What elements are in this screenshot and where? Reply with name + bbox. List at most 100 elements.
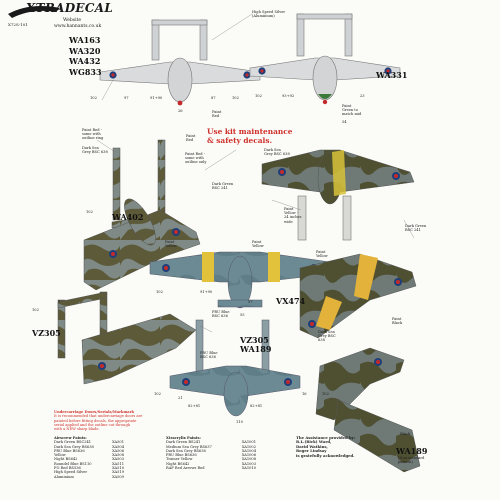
serial-wa331: WA331	[376, 70, 408, 80]
brand-name: XTRADECAL	[26, 1, 114, 15]
paint-code: XA504	[112, 444, 124, 449]
paint-name: Aluminium	[54, 474, 74, 479]
serial-wa402: WA402	[112, 212, 144, 222]
callout-leaders	[96, 13, 415, 333]
paint-code: XA519	[112, 470, 124, 475]
aircraft-underside-silver-right	[249, 13, 401, 105]
paint-name: Dark Green BSC241	[54, 440, 92, 445]
number-21: 21	[178, 396, 183, 400]
paint-code: XA1008	[241, 457, 256, 462]
number-23: 23	[360, 94, 365, 98]
serial-wa432: WA432	[69, 56, 101, 66]
paint-list-item: Trainer Yellow XA1008	[166, 457, 256, 461]
number-102-a: 102	[90, 96, 97, 100]
paint-name: Dark Sea Grey BS638	[54, 444, 94, 449]
safety-warning: Use kit maintenance& safety decals.	[207, 127, 293, 145]
paint-name: Trainer Yellow	[166, 457, 193, 462]
paint-name: Night BS642	[166, 461, 190, 466]
number-102-d: 102	[86, 210, 93, 214]
number-82-81: 82+81	[188, 404, 201, 408]
paint-name: Dark Sea Grey BS638	[166, 448, 206, 453]
paint-code: XA508	[112, 453, 124, 458]
number-82-81-b: 82+81	[250, 404, 263, 408]
paint-name: FO Red BS536	[54, 466, 81, 471]
number-16: 16	[302, 392, 307, 396]
serial-wa163: WA163	[69, 35, 101, 45]
number-87: 87	[211, 96, 216, 100]
aircraft-vz305-wa189-underside	[169, 319, 301, 417]
serial-vx474: VX474	[276, 296, 306, 306]
brand-logo-swoosh	[8, 6, 60, 18]
aircraft-wa189-bottom-right	[315, 347, 421, 473]
serial-wa189: WA189	[396, 446, 428, 456]
number-102-f: 102	[32, 308, 39, 312]
paint-code: XA503	[112, 457, 124, 462]
serial-vz305: VZ305	[32, 328, 61, 338]
serial-wa320: WA320	[69, 45, 101, 56]
paint-list-item: Yellow XA508	[54, 453, 124, 457]
aircraft-camo-topview-right	[261, 149, 415, 241]
number-55: 55	[240, 313, 245, 317]
paint-name: Medium Sea Grey BS637	[166, 444, 212, 449]
number-102-g: 102	[154, 392, 161, 396]
callout-high-speed-silver: High Speed Silver(Aluminium)	[252, 10, 286, 19]
paint-code: XA1001	[241, 440, 256, 445]
paint-name: Night BS642	[54, 457, 78, 462]
paint-name: Roundel Blue BS110	[54, 461, 92, 466]
number-102-c: 102	[255, 94, 262, 98]
paint-name: High Speed Silver	[54, 470, 88, 475]
undercarriage-notes: Undercarriage Doors/Serials/Markmark It …	[54, 410, 143, 432]
paint-name: PRU Blue BS636	[54, 448, 85, 453]
paint-name: Yellow	[54, 453, 66, 458]
paint-code: XA1010	[241, 466, 256, 471]
number-91-90: 91+90	[150, 96, 163, 100]
number-91-90-b: 91+90	[200, 290, 213, 294]
number-102-e: 102	[156, 290, 163, 294]
paint-code: XA1002	[241, 444, 256, 449]
number-26: 26	[178, 109, 183, 113]
paint-name: Dark Green BS241	[166, 440, 201, 445]
number-54: 54	[342, 120, 347, 124]
paint-list-item: FO Red BS536 XA510	[54, 466, 124, 470]
paint-list-item: Dark Green BS241 XA1001	[166, 440, 256, 444]
aircraft-wa402-camo-topview	[83, 139, 201, 291]
paint-code: XA510	[112, 466, 124, 471]
website-link[interactable]: www.hannants.co.uk	[54, 24, 102, 29]
paint-name: RAF Red Arrows Red	[166, 466, 205, 471]
callout-black: Black	[400, 432, 411, 436]
aircraft-vz305-left	[57, 291, 197, 385]
paint-list-item: Night BS642 XA503	[54, 457, 124, 461]
number-93-92: 93+92	[282, 94, 295, 98]
serials-list-top-left: WA163 WA320 WA432 WG833	[69, 35, 102, 77]
number-57: 57	[248, 300, 253, 304]
acknowledgement: The Assistance provided by:R.L.(Rick) Wa…	[296, 435, 356, 458]
paint-code: XA1006	[241, 453, 256, 458]
paint-list-item: Dark Sea Grey BS638 XA504	[54, 445, 124, 449]
aircraft-vx474-underside	[149, 251, 331, 309]
